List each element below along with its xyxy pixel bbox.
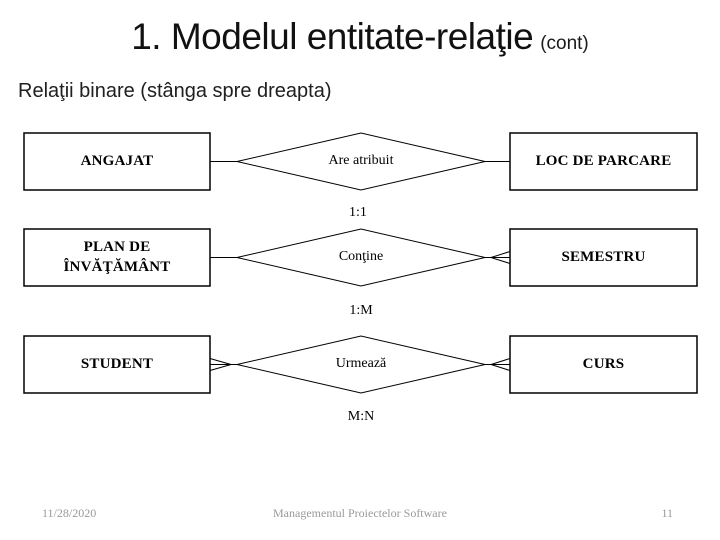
relationship-label: Urmează [335, 356, 387, 371]
crows-foot-many-marker [485, 358, 511, 371]
entity-label-curs: CURS [582, 355, 625, 372]
relationship-label: Are atribuit [328, 153, 394, 168]
entity-label-angajat: ANGAJAT [80, 152, 154, 169]
cardinality-label: 1:1 [349, 205, 367, 220]
entity-box-curs [509, 335, 698, 394]
crows-foot-many-marker [485, 251, 511, 264]
entity-label-student: STUDENT [80, 355, 154, 372]
entity-box-loc-de-parcare [509, 132, 698, 191]
footer-date: 11/28/2020 [42, 506, 97, 520]
slide-footer: 11/28/2020 Managementul Proiectelor Soft… [0, 503, 720, 523]
page-title: 1. Modelul entitate-relaţie (cont) [0, 16, 720, 58]
crows-foot-many-marker [209, 358, 237, 371]
entity-label-semestru: SEMESTRU [561, 248, 646, 265]
entity-label-loc-de-parcare: LOC DE PARCARE [535, 152, 672, 169]
subtitle: Relaţii binare (stânga spre dreapta) [18, 80, 332, 102]
title-suffix-text: (cont) [540, 33, 589, 54]
entity-box-semestru [509, 228, 698, 287]
cardinality-label: M:N [347, 409, 375, 424]
cardinality-label: 1:M [349, 303, 373, 318]
footer-page-number: 11 [661, 506, 673, 520]
relationship-label: Conţine [338, 249, 384, 264]
entity-label-plan-de-invatamant: PLAN DE ÎNVĂŢĂMÂNT [63, 239, 171, 275]
title-text: 1. Modelul entitate-relaţie [131, 16, 534, 57]
footer-course-title: Managementul Proiectelor Software [273, 506, 447, 520]
